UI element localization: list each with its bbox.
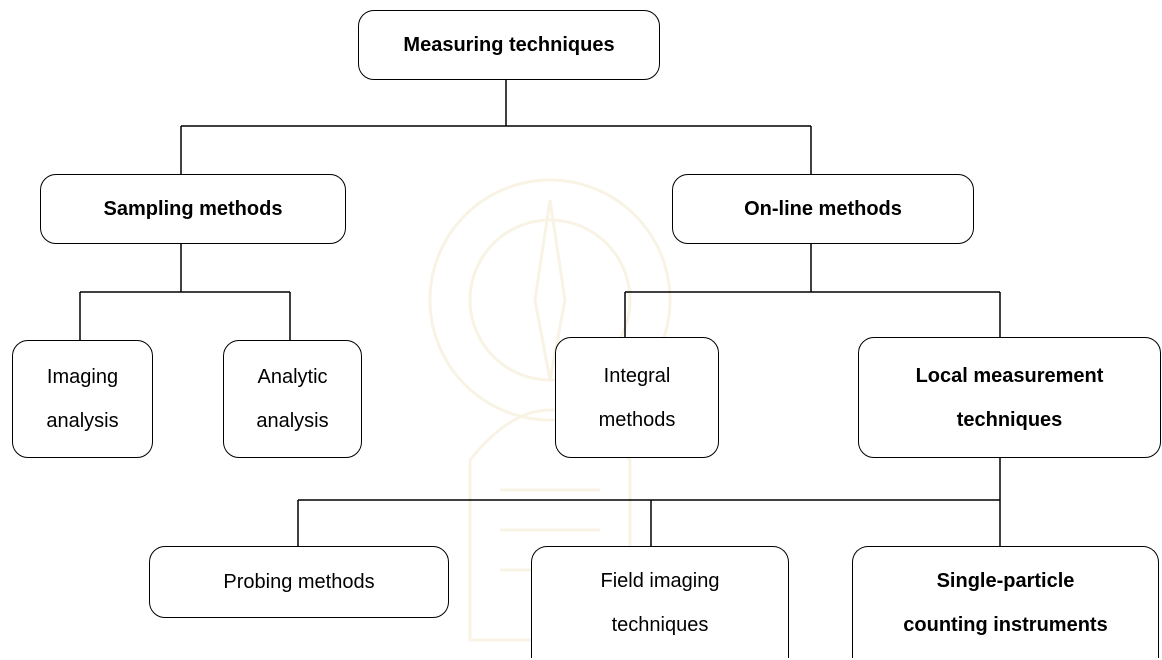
node-local-measurement-techniques: Local measurement techniques: [858, 337, 1161, 458]
node-imaging-analysis: Imaging analysis: [12, 340, 153, 458]
node-label-line: Local measurement: [915, 364, 1104, 387]
node-field-imaging-techniques: Field imaging techniques: [531, 546, 789, 658]
node-label-line: counting instruments: [903, 613, 1108, 636]
node-label-line: Analytic: [257, 366, 328, 388]
node-label-line: Integral: [603, 364, 671, 387]
node-label-line: analysis: [46, 410, 119, 432]
node-label-line: Probing methods: [223, 571, 375, 593]
node-label: Sampling methods: [103, 198, 283, 220]
node-label: On-line methods: [744, 198, 902, 220]
node-label-line: techniques: [611, 613, 709, 636]
node-integral-methods: Integral methods: [555, 337, 719, 458]
node-label-line: Field imaging: [600, 569, 720, 592]
node-label: Measuring techniques: [403, 34, 615, 56]
node-analytic-analysis: Analytic analysis: [223, 340, 362, 458]
node-label-line: techniques: [956, 408, 1063, 431]
node-label-line: Single-particle: [936, 569, 1075, 592]
node-measuring-techniques: Measuring techniques: [358, 10, 660, 80]
node-online-methods: On-line methods: [672, 174, 974, 244]
node-label-line: Imaging: [46, 366, 119, 388]
node-label-line: methods: [598, 408, 676, 431]
node-label-line: analysis: [256, 410, 329, 432]
node-sampling-methods: Sampling methods: [40, 174, 346, 244]
node-probing-methods: Probing methods: [149, 546, 449, 618]
node-single-particle-counting-instruments: Single-particle counting instruments: [852, 546, 1159, 658]
